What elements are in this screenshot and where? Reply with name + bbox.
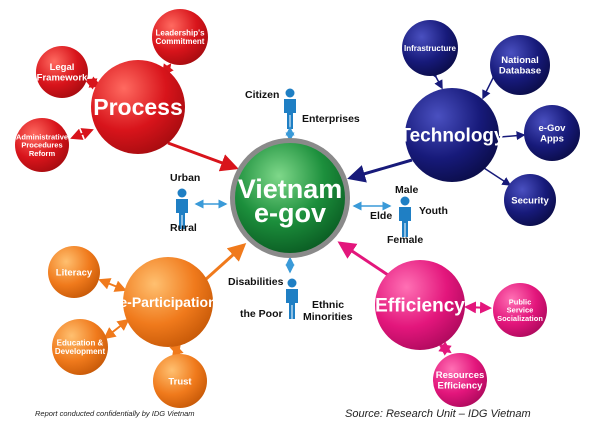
participation-child-label: Literacy xyxy=(56,267,93,278)
process-child-label: Framework xyxy=(37,73,88,84)
efficiency-child-label: Resources xyxy=(436,370,485,381)
group-left: Urban Rural xyxy=(170,172,200,234)
efficiency-child-label: Service xyxy=(507,306,534,315)
participation-circle xyxy=(123,257,213,347)
participation-label: e-Participation xyxy=(119,294,216,310)
efficiency-child-label: Efficiency xyxy=(438,381,484,392)
process-child-label: Administrative xyxy=(16,132,68,141)
technology-circle xyxy=(405,88,499,182)
technology-child-label: Security xyxy=(511,195,549,206)
label-female: Female xyxy=(387,234,423,246)
technology-node: Technology xyxy=(399,88,505,182)
label-citizen: Citizen xyxy=(245,89,279,101)
center-node: Vietnam e-gov xyxy=(230,138,350,258)
technology-child-circle xyxy=(402,20,458,76)
group-top: Citizen Enterprises xyxy=(245,88,360,129)
person-icon xyxy=(284,88,296,129)
process-label: Process xyxy=(93,94,183,120)
label-ethnic: Ethnic xyxy=(312,299,344,311)
group-right: Male Youth Elde Female xyxy=(370,184,448,246)
efficiency-child-circle xyxy=(493,283,547,337)
process-child-label: Legal xyxy=(50,62,75,73)
label-urban: Urban xyxy=(170,172,200,184)
efficiency-node: Efficiency xyxy=(375,260,465,350)
participation-node: e-Participation xyxy=(119,257,217,347)
technology-child-circle xyxy=(490,35,550,95)
participation-child-circle xyxy=(48,246,100,298)
technology-child-label: National xyxy=(501,55,538,66)
efficiency-child-circle xyxy=(433,353,487,407)
technology-child-label: Infrastructure xyxy=(404,44,457,53)
label-youth: Youth xyxy=(419,205,448,217)
person-icon xyxy=(399,196,411,237)
technology-child-label: Database xyxy=(499,66,541,77)
process-child-label: Procedures xyxy=(21,141,62,150)
participation-child-circle xyxy=(52,319,108,375)
technology-child-node: Infrastructure xyxy=(402,20,458,76)
label-minorities: Minorities xyxy=(303,311,353,323)
process-child-circle xyxy=(36,46,88,98)
participation-child-label: Trust xyxy=(168,376,192,387)
participation-child-label: Education & xyxy=(57,338,104,347)
participation-child-node: Literacy xyxy=(48,246,100,298)
process-child-label: Leadership's xyxy=(155,28,205,37)
footer-source: Source: Research Unit – IDG Vietnam xyxy=(345,408,531,420)
technology-label: Technology xyxy=(399,126,505,147)
participation-child-node: Trust xyxy=(153,354,207,408)
participation-child-circle xyxy=(153,354,207,408)
process-child-circle xyxy=(15,118,69,172)
label-rural: Rural xyxy=(170,222,197,234)
connectors xyxy=(70,63,526,357)
technology-child-label: Apps xyxy=(540,134,564,145)
participation-child-node: Education &Development xyxy=(52,319,108,375)
center-title-line1: Vietnam xyxy=(238,174,343,204)
process-arrow xyxy=(167,141,239,172)
footer-note: Report conducted confidentially by IDG V… xyxy=(35,409,195,418)
process-child-label: Reform xyxy=(29,149,56,158)
process-child-circle xyxy=(152,9,208,65)
label-disabilities: Disabilities xyxy=(228,276,284,288)
technology-child-label: e-Gov xyxy=(539,123,567,134)
technology-arrow xyxy=(347,158,413,183)
technology-child-circle xyxy=(524,105,580,161)
person-icon xyxy=(286,278,298,319)
technology-child-node: Security xyxy=(504,174,556,226)
center-title-line2: e-gov xyxy=(254,198,326,228)
efficiency-label: Efficiency xyxy=(375,296,465,317)
process-child-label: Commitment xyxy=(156,37,205,46)
process-node: Process xyxy=(91,60,185,154)
participation-child-label: Development xyxy=(55,347,106,356)
label-the-poor: the Poor xyxy=(240,308,283,320)
process-circle xyxy=(91,60,185,154)
participation-arrow xyxy=(203,242,247,282)
label-enterprises: Enterprises xyxy=(302,113,360,125)
efficiency-arrow xyxy=(337,241,389,277)
label-male: Male xyxy=(395,184,419,196)
label-elde: Elde xyxy=(370,210,392,222)
group-bottom: Disabilities the Poor Ethnic Minorities xyxy=(228,276,353,323)
technology-child-circle xyxy=(504,174,556,226)
efficiency-child-label: Public xyxy=(509,297,532,306)
efficiency-child-label: Socialization xyxy=(497,314,543,323)
efficiency-circle xyxy=(375,260,465,350)
